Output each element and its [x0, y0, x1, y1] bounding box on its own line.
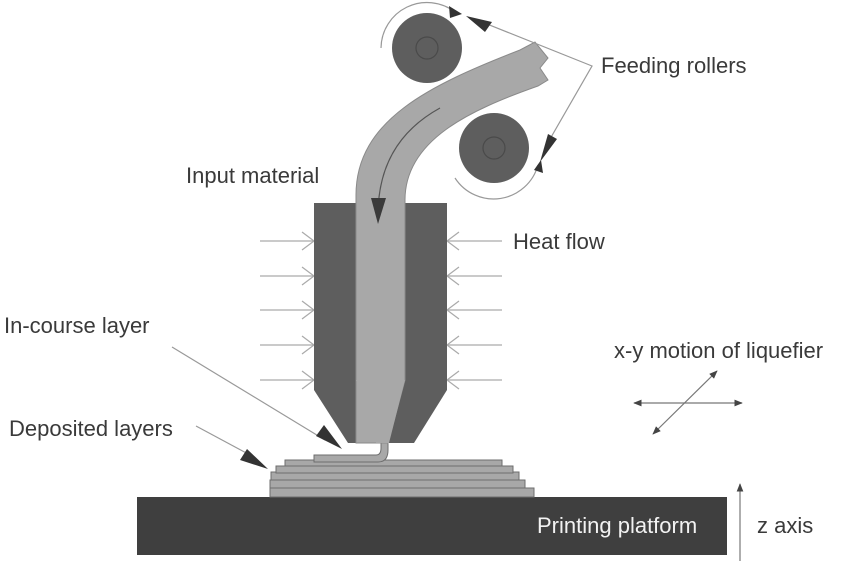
- heat-flow-arrows-left: [260, 231, 315, 390]
- heat-arrow: [260, 231, 315, 251]
- heat-arrow: [260, 266, 315, 286]
- leader-arrowhead: [540, 134, 557, 162]
- feeding-rollers-leader: [466, 16, 593, 162]
- layer-5: [284, 459, 503, 467]
- feeding-roller-top: [392, 13, 462, 83]
- layer-2: [269, 479, 526, 489]
- xy-motion-icon: [633, 370, 743, 435]
- printing-platform: [137, 497, 727, 555]
- in-course-layer-leader: [171, 346, 326, 441]
- feeding-roller-bottom: [459, 113, 529, 183]
- layer-4: [275, 465, 514, 474]
- label-z-axis: z axis: [757, 513, 813, 538]
- heat-arrow: [446, 335, 502, 355]
- deposited-layers-arrowhead: [240, 449, 268, 469]
- roller-rotation-arrowhead-bottom: [534, 160, 543, 173]
- in-course-layer-arrowhead: [316, 425, 342, 449]
- label-in-course-layer: In-course layer: [4, 313, 150, 338]
- label-xy-motion: x-y motion of liquefier: [614, 338, 823, 363]
- material-flow-arrowhead: [371, 198, 386, 224]
- input-filament: [355, 41, 549, 444]
- roller-rotation-arrowhead-top: [449, 6, 462, 18]
- label-deposited-layers: Deposited layers: [9, 416, 173, 441]
- label-feeding-rollers: Feeding rollers: [601, 53, 747, 78]
- roller-rotation-arc-bottom: [454, 164, 539, 200]
- label-heat-flow: Heat flow: [513, 229, 605, 254]
- leader-arrowhead: [466, 16, 492, 32]
- heat-arrow: [446, 266, 502, 286]
- heat-flow-arrows-right: [446, 231, 502, 390]
- in-course-layer: [313, 440, 389, 463]
- heat-arrow: [260, 300, 315, 320]
- y-motion-arrow: [652, 370, 718, 435]
- heat-arrow: [446, 300, 502, 320]
- label-input-material: Input material: [186, 163, 319, 188]
- heat-arrow: [446, 231, 502, 251]
- layer-1: [269, 487, 535, 498]
- nozzle-channel: [356, 380, 405, 443]
- heat-arrow: [260, 335, 315, 355]
- deposited-layers: [269, 459, 535, 498]
- heat-arrow: [446, 370, 502, 390]
- label-printing-platform: Printing platform: [537, 513, 697, 538]
- roller-rotation-arc-top: [380, 1, 456, 49]
- heat-arrow: [260, 370, 315, 390]
- deposited-layers-leader: [195, 425, 251, 456]
